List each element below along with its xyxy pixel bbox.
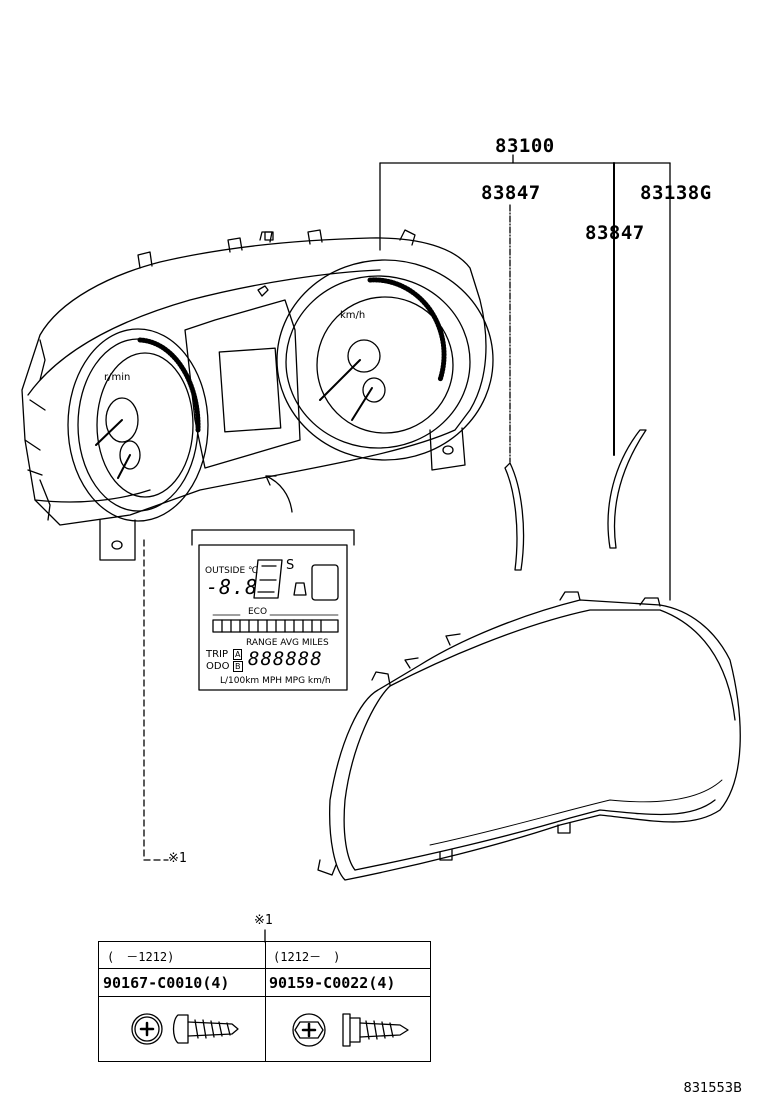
screw-left-icon: [131, 1013, 239, 1045]
part-number-plate-right[interactable]: 83847: [585, 222, 645, 244]
lcd-callout-bracket: [191, 529, 355, 546]
lcd-eco-bar: [212, 614, 339, 633]
screw-right-icon: [292, 1013, 409, 1047]
fastener-left-period: ( －1212): [107, 950, 175, 964]
lcd-temp-digits: -8.8: [206, 575, 259, 599]
lens-plate-right: [607, 429, 647, 549]
part-number-glass[interactable]: 83138G: [640, 182, 712, 204]
reference-mark-diagram: ※1: [168, 851, 187, 866]
lcd-car-icon: [311, 564, 339, 601]
lcd-trip-a: A: [233, 649, 243, 660]
lcd-detail-frame: [198, 544, 348, 691]
lcd-gear-graphic: [253, 559, 283, 599]
meter-glass: [317, 591, 741, 881]
fastener-left-part-number[interactable]: 90167-C0010(4): [103, 974, 230, 992]
lcd-range-labels: RANGE AVG MILES: [246, 638, 329, 648]
lcd-eco-label: ECO: [248, 607, 268, 617]
lcd-trip-b: B: [233, 661, 243, 672]
pointer-arrow: [265, 475, 293, 513]
leader-lines: [143, 154, 671, 943]
table-row-divider: [99, 996, 430, 997]
lcd-seatbelt-icon: [293, 582, 307, 596]
speedo-label: km/h: [340, 310, 366, 321]
lcd-gear-indicator: S: [286, 558, 295, 573]
fastener-table: ( －1212) (1212－ ) 90167-C0010(4) 90159-C…: [98, 941, 431, 1062]
meter-assembly: [21, 229, 494, 561]
pointer-arrowhead: [265, 475, 277, 486]
fastener-right-period: (1212－ ): [273, 950, 341, 964]
part-number-meter-assy[interactable]: 83100: [495, 135, 555, 157]
tacho-label: r/min: [104, 372, 131, 383]
part-number-plate-left[interactable]: 83847: [481, 182, 541, 204]
fastener-right-part-number[interactable]: 90159-C0022(4): [269, 974, 396, 992]
table-row-divider: [99, 968, 430, 969]
reference-mark-table: ※1: [254, 913, 273, 928]
lcd-odo-label: ODO: [206, 661, 230, 672]
lcd-units: L/100km MPH MPG km/h: [220, 676, 331, 686]
table-divider: [265, 942, 266, 1061]
lcd-outside-label: OUTSIDE ℃: [205, 566, 259, 576]
lcd-trip-label: TRIP: [206, 649, 229, 660]
lens-plate-left: [504, 462, 525, 571]
lcd-odo-digits: 888888: [248, 648, 323, 670]
illustration-code: 831553B: [683, 1081, 742, 1096]
